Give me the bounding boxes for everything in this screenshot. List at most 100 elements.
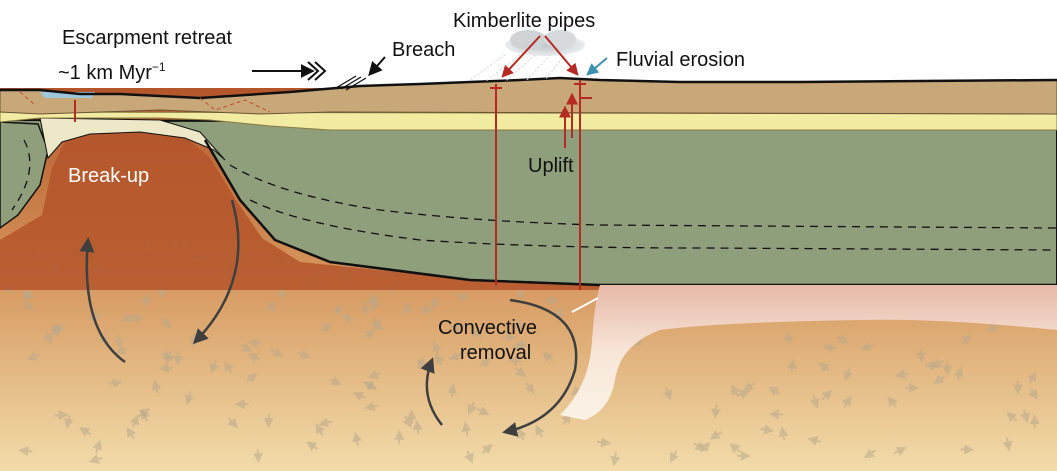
mantle-flow-arrow — [542, 351, 554, 363]
breach-hatch — [335, 75, 367, 91]
convective-label-line2: removal — [460, 342, 531, 364]
mantle-flow-arrow — [904, 382, 919, 393]
mantle-flow-arrow — [160, 317, 173, 329]
mantle-flow-arrow — [843, 367, 854, 382]
mantle-flow-arrow — [481, 443, 493, 455]
mantle-flow-arrow — [961, 333, 972, 346]
mantle-flow-arrow — [340, 314, 354, 324]
convection-arrow-right-down — [502, 298, 578, 437]
mantle-flow-arrow — [1028, 387, 1039, 400]
mantle-flow-arrow — [470, 327, 483, 338]
mantle-flow-arrow — [297, 349, 311, 359]
escarpment-rate-main: ~1 km Myr — [58, 62, 152, 84]
mantle-flow-arrow — [461, 421, 472, 436]
mantle-flow-arrow — [332, 303, 342, 317]
mantle-flow-arrow — [429, 296, 439, 310]
mantle-flow-arrow — [786, 358, 797, 373]
mantle-flow-arrow — [270, 347, 283, 358]
mantle-flow-arrow — [1006, 411, 1018, 423]
breakup-dome-cap — [0, 126, 600, 290]
mantle-flow-arrow — [63, 414, 74, 429]
mantle-flow-arrow — [54, 323, 65, 336]
mantle-flow-arrow — [760, 424, 775, 435]
escarpment-rate-label: ~1 km Myr−1 — [58, 60, 166, 84]
fluvial-erosion-label: Fluvial erosion — [616, 49, 745, 71]
mantle-flow-arrow — [402, 415, 412, 429]
escarpment-retreat-chevron-1 — [307, 61, 320, 81]
mantle-flow-arrow — [467, 401, 477, 415]
convection-arrow-left-down — [192, 199, 240, 345]
mantle-flow-arrow — [448, 350, 462, 361]
mantle-flow-arrow — [43, 331, 53, 345]
mantle-flow-arrow — [370, 298, 380, 312]
mantle-flow-arrow — [115, 345, 129, 355]
mantle-flow-arrow — [736, 389, 751, 400]
mantle-flow-arrow — [247, 353, 261, 363]
kimberlite-arrow-left — [501, 35, 541, 78]
mantle-flow-arrow — [224, 361, 234, 374]
mantle-flow-arrow — [362, 381, 376, 391]
mantle-flow-arrow — [108, 378, 123, 389]
mantle-flow-arrow — [916, 348, 926, 363]
kimberlite-arrow-right — [544, 35, 579, 76]
mantle-flow-arrow — [479, 357, 492, 368]
mantle-flow-arrow — [818, 362, 831, 373]
rift-boundary-dashed — [11, 139, 31, 211]
mantle-flow-arrow — [864, 448, 877, 459]
mantle-flow-arrow — [126, 426, 137, 440]
escarpment-retreat-chevron-2 — [314, 61, 327, 81]
mantle-flow-arrow — [435, 353, 445, 367]
mantle-flow-arrow — [367, 293, 379, 304]
mantle-flow-arrow — [822, 343, 837, 353]
mantle-flow-arrow — [209, 360, 220, 374]
mantle-flow-arrow — [1002, 437, 1013, 452]
mantle-flow-arrow — [79, 427, 92, 437]
mantle-flow-arrow — [227, 417, 238, 429]
mantle-flow-arrow — [783, 330, 794, 345]
mantle-flow-arrow — [26, 351, 41, 361]
mantle-flow-arrow — [729, 443, 741, 454]
mantle-flow-arrow — [711, 404, 722, 419]
mantle-flow-arrow — [363, 328, 376, 340]
mantle-flow-arrow — [986, 324, 1000, 334]
mantle-flow-arrow — [447, 383, 458, 398]
mantle-flow-arrow — [367, 369, 381, 380]
convective-removal-leader — [571, 297, 599, 313]
mantle-flow-arrow — [328, 376, 343, 386]
mantle-flow-arrow — [455, 292, 470, 303]
mantle-flow-arrow — [1027, 371, 1037, 384]
mantle-flow-arrow — [610, 452, 621, 467]
mantle-flow-arrow — [412, 419, 423, 434]
mantle-flow-arrow — [517, 427, 527, 441]
uplift-label: Uplift — [528, 155, 574, 177]
breakup-label: Break-up — [68, 165, 149, 187]
lithosphere-boundary-dashed — [229, 164, 1057, 229]
convection-arrow-left-up — [79, 237, 126, 364]
mantle-flow-arrow — [464, 450, 474, 464]
mantle-flow-arrow — [371, 316, 381, 330]
mantle-flow-arrow — [507, 356, 522, 367]
mantle-flow-arrow — [502, 332, 517, 343]
mantle-flow-arrow — [476, 406, 490, 416]
pale-crust-wedge — [39, 117, 226, 161]
mantle-flow-arrow — [406, 409, 417, 424]
mantle-flow-arrow — [821, 389, 833, 401]
mantle-flow-arrow — [234, 399, 249, 410]
mantle-flow-arrow — [184, 391, 195, 405]
mantle-flow-arrow — [860, 341, 874, 351]
kimberlite-pipes-label: Kimberlite pipes — [453, 10, 595, 32]
mantle-flow-arrow — [514, 366, 526, 378]
crust-yellow-band — [0, 111, 1057, 131]
mantle-flow-arrow — [352, 391, 367, 401]
mantle-flow-arrow — [21, 291, 35, 301]
mantle-flow-arrow — [836, 334, 849, 344]
mantle-flow-arrow — [23, 300, 34, 312]
mantle-flow-arrow — [246, 372, 258, 384]
breach-arrow — [368, 56, 386, 77]
mantle-flow-arrow — [158, 363, 173, 373]
mantle-flow-arrow — [120, 312, 134, 322]
mantle-flow-arrow — [709, 429, 723, 440]
surface-dashes — [19, 91, 271, 113]
mantle-flow-arrow — [1020, 409, 1030, 424]
mantle-flow-arrow — [512, 319, 525, 330]
